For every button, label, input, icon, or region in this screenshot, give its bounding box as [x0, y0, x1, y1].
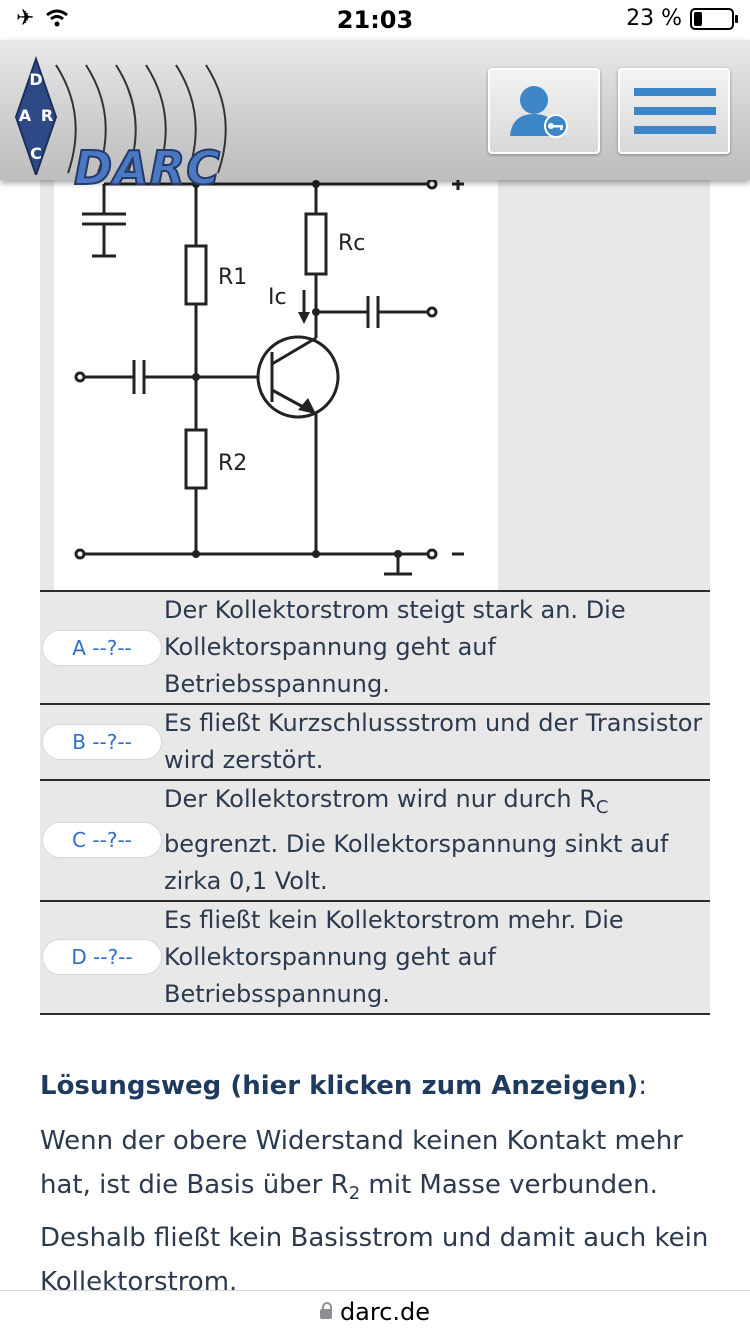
status-bar: ✈ 21:03 23 %	[0, 0, 750, 40]
answer-b-text: Es fließt Kurzschlussstrom und der Trans…	[164, 703, 710, 780]
airplane-icon: ✈	[16, 6, 35, 31]
logo-text: DARC	[73, 140, 221, 196]
status-right: 23 %	[626, 6, 738, 31]
answer-d-text: Es fließt kein Kollektorstrom mehr. Die …	[164, 899, 710, 1015]
circuit-diagram: R1 R2 Rc Ic	[54, 178, 498, 590]
url-text: darc.de	[339, 1298, 431, 1326]
label-ic: Ic	[268, 285, 287, 310]
answer-row-a: A --?-- Der Kollektorstrom steigt stark …	[40, 590, 710, 704]
solution-text: Wenn der obere Widerstand keinen Kontakt…	[40, 1125, 709, 1297]
answer-a-button[interactable]: A --?--	[42, 629, 162, 666]
user-key-icon	[510, 86, 568, 138]
transistor-circuit-drawing: R1 R2 Rc Ic	[74, 178, 464, 576]
darc-logo[interactable]: D A R C DARC	[8, 55, 248, 196]
hamburger-menu-button[interactable]	[618, 68, 730, 154]
answer-b-button[interactable]: B --?--	[42, 724, 162, 760]
label-r1: R1	[218, 265, 247, 290]
battery-icon	[690, 7, 738, 30]
label-r2: R2	[218, 451, 247, 476]
answer-row-b: B --?-- Es fließt Kurzschlussstrom und d…	[40, 703, 710, 780]
status-time: 21:03	[336, 6, 414, 34]
user-login-button[interactable]	[488, 68, 600, 154]
site-header: D A R C DARC	[0, 40, 750, 196]
answer-table: A --?-- Der Kollektorstrom steigt stark …	[40, 590, 710, 1015]
status-left: ✈	[16, 6, 69, 31]
answer-row-c: C --?-- Der Kollektorstrom wird nur durc…	[40, 779, 710, 901]
svg-text:R: R	[41, 106, 53, 125]
lock-icon	[319, 1302, 332, 1319]
answer-row-d: D --?-- Es fließt kein Kollektorstrom me…	[40, 899, 710, 1015]
wifi-icon	[46, 9, 69, 27]
svg-text:C: C	[30, 144, 42, 163]
logo-emblem: D A R C	[14, 55, 227, 179]
answer-a-text: Der Kollektorstrom steigt stark an. Die …	[164, 590, 710, 704]
label-rc: Rc	[338, 231, 365, 256]
svg-text:A: A	[19, 106, 32, 125]
question-content: R1 R2 Rc Ic A --?-- Der Kollektorstrom s…	[40, 178, 710, 1304]
svg-text:D: D	[29, 70, 42, 89]
answer-d-button[interactable]: D --?--	[42, 939, 162, 976]
answer-c-button[interactable]: C --?--	[42, 822, 162, 859]
answer-c-text: Der Kollektorstrom wird nur durch RC beg…	[164, 779, 710, 901]
browser-url-bar[interactable]: darc.de	[0, 1290, 750, 1335]
solution-toggle-link[interactable]: Lösungsweg (hier klicken zum Anzeigen):	[40, 1070, 647, 1101]
figure-container: R1 R2 Rc Ic	[40, 178, 710, 590]
battery-percent: 23 %	[626, 6, 682, 31]
